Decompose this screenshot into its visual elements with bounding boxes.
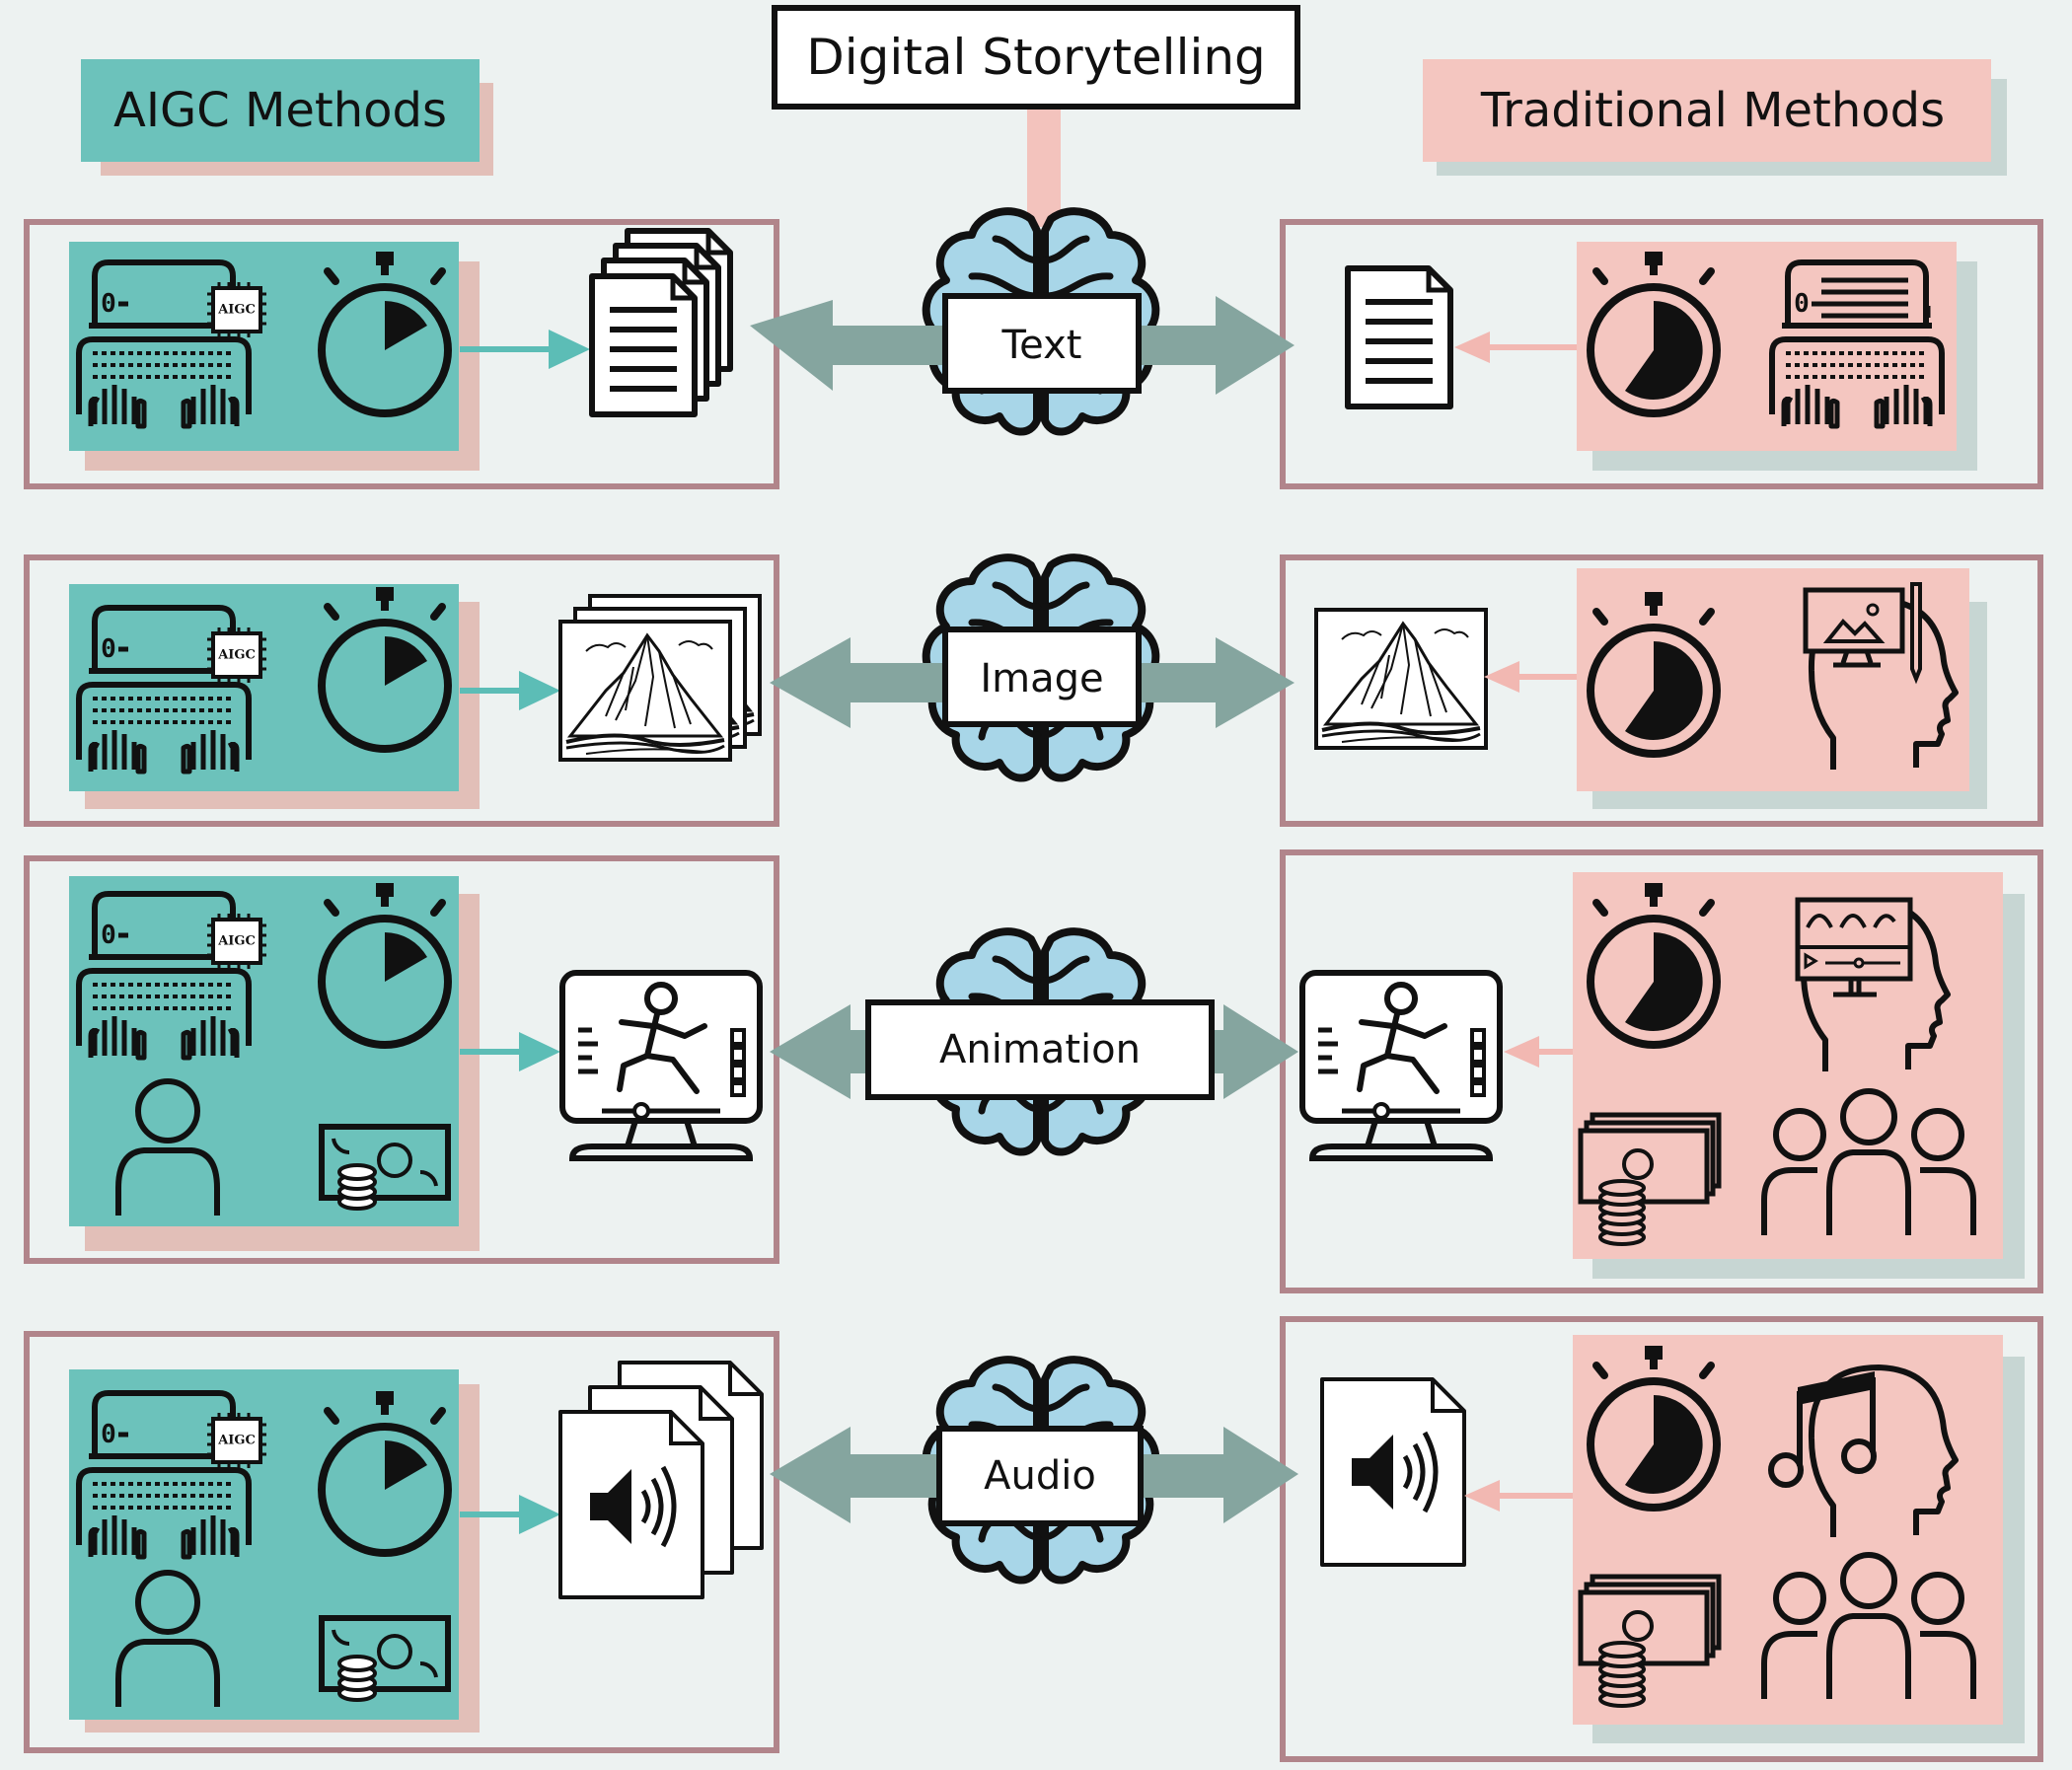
aigc-chip-label: AIGC [217, 1434, 256, 1448]
traditional-output-arrow [1464, 1480, 1573, 1512]
ai-typing-terminal-icon: AIGC [79, 894, 268, 1058]
row-label-box-text [942, 293, 1142, 394]
image-stack-icon [558, 594, 762, 762]
row-animation: AIGC [79, 883, 1973, 1244]
traditional-header: Traditional Methods [1423, 59, 2007, 176]
traditional-frame-image [1280, 554, 2043, 827]
aigc-chip-label: AIGC [217, 648, 256, 663]
image-icon [1314, 608, 1488, 750]
row-label-text: Text [1001, 323, 1082, 368]
ai-typing-terminal-icon: AIGC [79, 1393, 268, 1557]
row-label-box-audio [936, 1426, 1144, 1526]
traditional-frame-text [1280, 219, 2043, 489]
aigc-output-arrow [460, 1495, 560, 1534]
aigc-frame-animation [24, 855, 779, 1264]
typing-terminal-icon [1772, 262, 1942, 426]
ai-typing-terminal-icon: AIGC [79, 608, 268, 772]
audio-file-icon [1320, 1377, 1466, 1567]
row-label-text: Audio [984, 1453, 1096, 1499]
center-arrow-right-audio [1141, 1427, 1298, 1523]
aigc-header: AIGC Methods [81, 59, 493, 176]
center-arrow-left-audio [770, 1427, 939, 1523]
row-label-text: Image [980, 656, 1103, 701]
aigc-output-arrow [460, 330, 590, 369]
row-text: AIGC [79, 231, 1942, 426]
title-text: Digital Storytelling [806, 29, 1266, 86]
row-label-box-animation [865, 999, 1215, 1100]
row-audio: AIGC [79, 1346, 1973, 1707]
audio-file-stack-icon [558, 1361, 764, 1599]
traditional-output-arrow [1454, 332, 1577, 363]
animation-monitor-icon [562, 973, 760, 1158]
aigc-panels [69, 242, 480, 1733]
document-icon [1348, 268, 1450, 406]
ai-typing-terminal-icon: AIGC [79, 262, 268, 426]
traditional-header-text: Traditional Methods [1480, 83, 1945, 138]
aigc-chip-label: AIGC [217, 303, 256, 318]
aigc-output-arrow [460, 1032, 560, 1071]
center-arrow-right-animation [1210, 1004, 1298, 1099]
aigc-header-text: AIGC Methods [113, 83, 447, 138]
center-column: Text Image Animation Audio [750, 211, 1298, 1580]
traditional-frame-animation [1280, 849, 2043, 1293]
title-box: Digital Storytelling [772, 5, 1300, 110]
center-arrow-left-animation [770, 1004, 868, 1099]
row-image: AIGC [79, 584, 1956, 772]
aigc-output-arrow [460, 671, 560, 710]
center-arrow-left-image [770, 637, 945, 728]
traditional-output-arrow [1484, 661, 1577, 693]
center-arrow-right-text [1137, 296, 1295, 395]
animation-monitor-icon [1302, 973, 1500, 1158]
traditional-frame-audio [1280, 1316, 2043, 1762]
aigc-frame-audio [24, 1331, 779, 1753]
row-label-text: Animation [939, 1027, 1141, 1072]
document-stack-icon [592, 231, 730, 414]
aigc-chip-label: AIGC [217, 934, 256, 949]
title-stem [1027, 107, 1061, 227]
aigc-frame-image [24, 554, 779, 827]
center-arrow-left-text [750, 300, 945, 391]
traditional-output-arrow [1504, 1036, 1573, 1068]
aigc-frame-text [24, 219, 779, 489]
traditional-panels [1573, 242, 2025, 1743]
row-label-box-image [942, 627, 1142, 727]
center-arrow-right-image [1137, 637, 1295, 728]
